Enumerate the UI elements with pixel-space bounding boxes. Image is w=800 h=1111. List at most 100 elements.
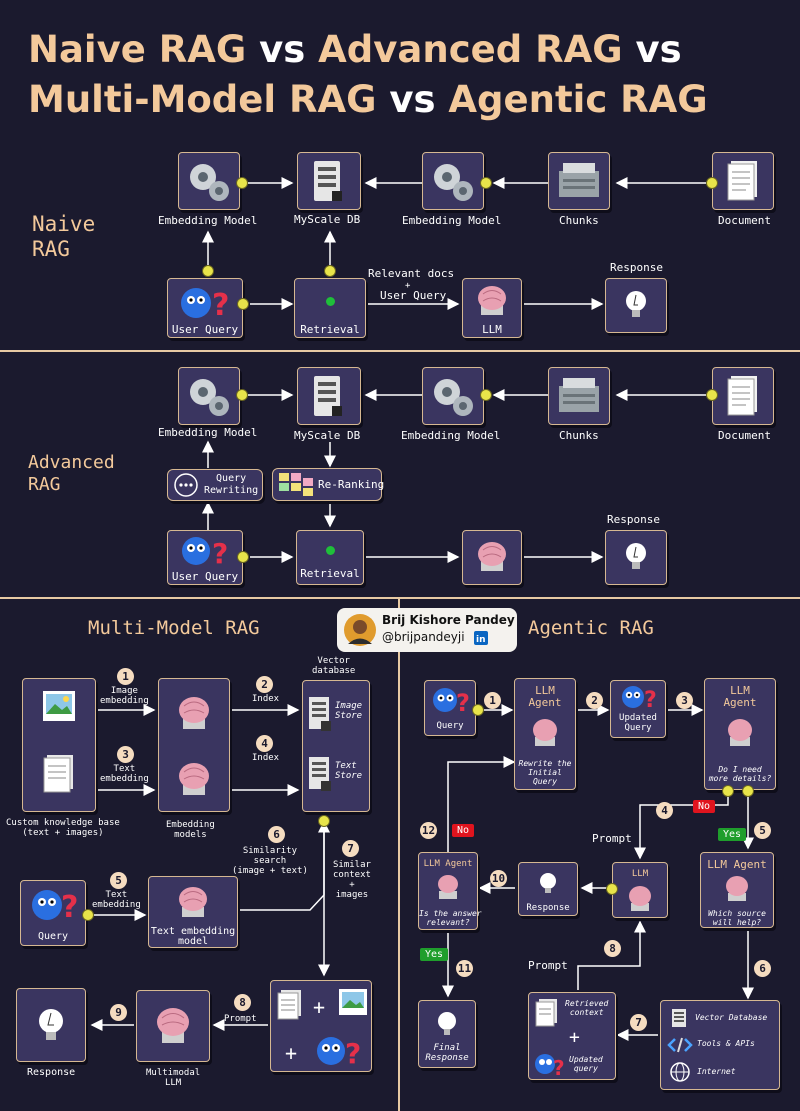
final-response-box: Final Response: [418, 1000, 476, 1068]
brain-chip-icon: [705, 713, 775, 753]
connector-dot: [480, 389, 492, 401]
adv-llm-box: [462, 530, 522, 585]
vector-database-source-label: Vector Database: [695, 1013, 767, 1023]
image-store-label: Image Store: [335, 701, 362, 721]
connector-dot: [722, 785, 734, 797]
gears-icon: [179, 368, 239, 424]
connector-dot: [706, 389, 718, 401]
llm-agent-relevant-title: LLM Agent: [419, 859, 477, 869]
plus-sign: +: [313, 997, 325, 1017]
linkedin-icon[interactable]: in: [474, 631, 488, 645]
sticky-notes-icon: [277, 470, 317, 500]
retrieval-indicator: [326, 297, 335, 306]
llm-label: LLM: [463, 324, 521, 336]
mm-query-box: ? Query: [20, 880, 86, 946]
llm-agent-relevant-desc: Is the answer relevant?: [419, 909, 477, 927]
confused-face-icon: ?: [168, 281, 242, 321]
document-box: [712, 152, 774, 210]
gears-icon: [423, 368, 483, 424]
agentic-llm-label: LLM: [613, 869, 667, 879]
plus-sign: +: [285, 1043, 297, 1063]
agentic-response-label: Response: [519, 903, 577, 913]
agentic-query-box: ? Query: [424, 680, 476, 736]
tools-apis-label: Tools & APIs: [697, 1039, 755, 1049]
server-icon: [305, 753, 335, 793]
retrieval-indicator: [326, 546, 335, 555]
prompt-label-1: Prompt: [592, 833, 632, 845]
llm-agent-details-box: LLM Agent Do I need more details?: [704, 678, 776, 790]
svg-text:?: ?: [345, 1037, 361, 1069]
index-label-1: Index: [252, 694, 279, 704]
document-label: Document: [718, 215, 771, 227]
brain-chip-icon: [613, 881, 667, 917]
user-query-box: ? User Query: [167, 278, 243, 338]
text-embedding-label: Text embedding: [100, 764, 149, 784]
image-icon: [337, 987, 369, 1019]
multimodal-llm-label: Multimodal LLM: [146, 1068, 200, 1088]
retrieval-box: Retrieval: [294, 278, 366, 338]
connector-dot: [237, 551, 249, 563]
avatar: [343, 613, 377, 647]
section-label-advanced: Advanced RAG: [28, 452, 115, 496]
updated-query-label: Updated Query: [611, 713, 665, 733]
svg-text:?: ?: [212, 537, 228, 570]
adv-response-label: Response: [607, 514, 660, 526]
ag-step-11-badge: 11: [456, 960, 473, 977]
index-label-2: Index: [252, 753, 279, 763]
yes-badge-2: Yes: [420, 948, 448, 961]
step-2-badge: 2: [256, 676, 273, 693]
step-9-badge: 9: [110, 1004, 127, 1021]
confused-face-icon: ?: [21, 881, 85, 925]
ag-step-4-badge: 4: [656, 802, 673, 819]
ag-step-3-badge: 3: [676, 692, 693, 709]
plus-sign: +: [569, 1029, 580, 1047]
prompt-label: Prompt: [224, 1014, 257, 1024]
vector-database-box: Image Store Text Store: [302, 680, 370, 812]
author-card: Brij Kishore Pandey @brijpandeyji in: [337, 608, 517, 652]
reranking-box: Re-Ranking: [272, 468, 382, 501]
embedding-model-box-2: [422, 152, 484, 210]
llm-agent-source-desc: Which source will help?: [701, 909, 773, 927]
response-label: Response: [610, 262, 663, 274]
brain-chip-icon: [701, 871, 773, 907]
user-query-annotation: User Query: [380, 290, 446, 302]
document-icon: [713, 153, 773, 209]
brain-chip-icon: [137, 995, 209, 1055]
adv-response-box: [605, 530, 667, 585]
brain-chip-icon: [149, 877, 237, 927]
embedding-model-label-2: Embedding Model: [402, 215, 501, 227]
text-embedding-model-box: Text embedding model: [148, 876, 238, 948]
image-file-icon: [23, 683, 95, 733]
llm-box: LLM: [462, 278, 522, 338]
connector-dot: [706, 177, 718, 189]
adv-user-query-box: ? User Query: [167, 530, 243, 585]
step-6-badge: 6: [268, 826, 285, 843]
lightbulb-icon: [606, 531, 666, 583]
similarity-search-label: Similarity search (image + text): [232, 846, 308, 876]
svg-text:in: in: [476, 635, 486, 645]
ag-step-6-badge: 6: [754, 960, 771, 977]
vector-database-label: Vector database: [312, 656, 355, 676]
adv-embedding-model-box-1: [178, 367, 240, 425]
svg-text:?: ?: [212, 288, 229, 321]
mm-query-label: Query: [21, 931, 85, 943]
embedding-models-label: Embedding models: [166, 820, 215, 840]
similar-context-label: Similar context + images: [333, 860, 371, 900]
confused-face-icon: ?: [309, 1029, 365, 1069]
ag-step-8-badge: 8: [604, 940, 621, 957]
adv-myscale-db-box: [297, 367, 361, 425]
adv-chunks-box: [548, 367, 610, 425]
section-label-agentic: Agentic RAG: [528, 616, 654, 641]
prompt-inputs-box: + + ?: [270, 980, 372, 1072]
author-handle: @brijpandeyji: [382, 631, 465, 643]
step-4-badge: 4: [256, 735, 273, 752]
document-icon: [275, 987, 305, 1021]
yes-badge-1: Yes: [718, 828, 746, 841]
mm-response-label: Response: [27, 1068, 75, 1078]
code-icon: [667, 1035, 693, 1055]
response-box: [605, 278, 667, 333]
image-embedding-label: Image embedding: [100, 686, 149, 706]
connector-dot: [324, 265, 336, 277]
globe-icon: [669, 1061, 691, 1083]
adv-retrieval-box: Retrieval: [296, 530, 364, 585]
